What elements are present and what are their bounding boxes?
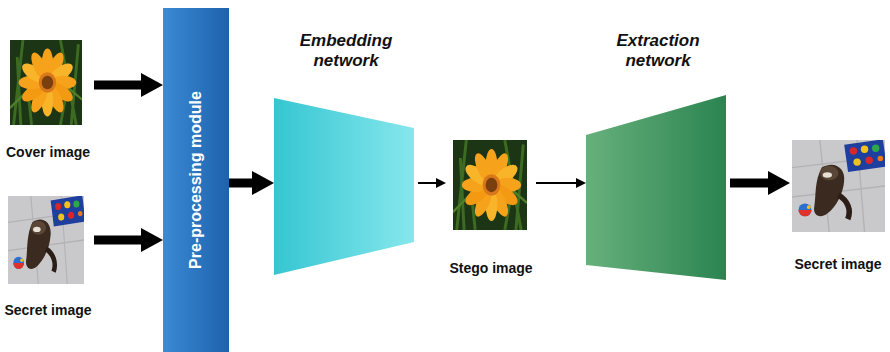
flow-arrow <box>536 182 576 184</box>
image-caption: Stego image <box>449 260 532 276</box>
flow-arrow-thick <box>94 236 141 245</box>
flow-arrow-thick <box>229 179 252 188</box>
stego-photo <box>453 140 527 230</box>
network-block: Embedding network <box>274 25 418 280</box>
network-block: Extraction network <box>586 25 730 283</box>
image-node: Cover image <box>2 36 94 162</box>
image-node: Secret image <box>2 192 94 320</box>
trapezoid-fill <box>586 95 726 280</box>
flow-arrow <box>418 182 436 184</box>
image-caption: Secret image <box>794 256 881 272</box>
network-heading: Embedding network <box>274 31 418 72</box>
flow-arrow-thick <box>94 81 141 90</box>
secret-photo <box>8 195 85 284</box>
cover-photo <box>10 40 82 125</box>
image-node: Stego image <box>446 138 536 278</box>
module-label: Pre-processing module <box>187 91 205 269</box>
image-caption: Secret image <box>4 302 91 318</box>
image-caption: Cover image <box>6 144 90 160</box>
trapezoid-fill <box>274 98 414 275</box>
network-heading: Extraction network <box>586 31 730 72</box>
flow-arrow-thick <box>730 179 768 188</box>
image-node: Secret image <box>790 136 886 274</box>
module-bar: Pre-processing module <box>163 8 229 352</box>
recovered-photo <box>792 139 887 232</box>
